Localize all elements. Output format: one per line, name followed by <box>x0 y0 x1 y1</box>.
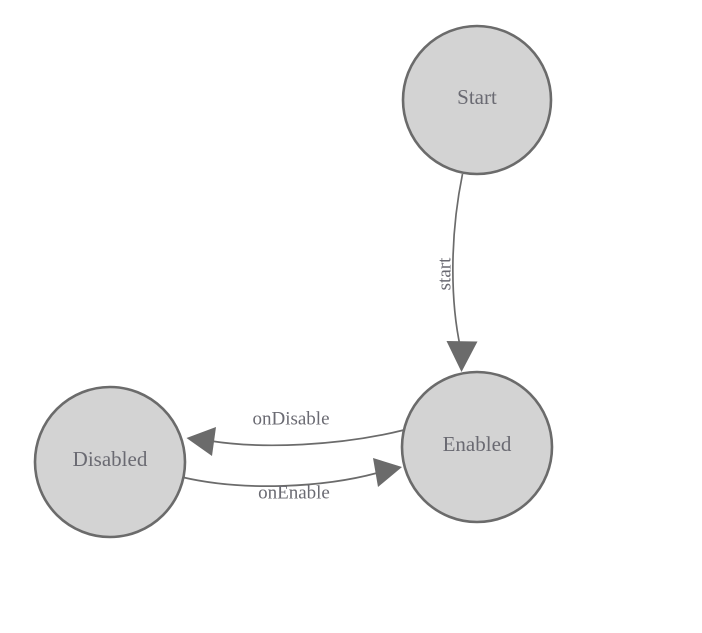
node-disabled[interactable]: Disabled <box>33 385 187 539</box>
node-disabled-label: Disabled <box>73 447 148 471</box>
node-enabled[interactable]: Enabled <box>400 370 554 524</box>
node-disabled-circle <box>33 385 187 539</box>
node-start-label: Start <box>457 85 497 109</box>
edge-enabled-to-disabled-arrowhead <box>186 427 216 456</box>
edge-label-on-disable: onDisable <box>252 408 329 429</box>
edge-label-on-enable: onEnable <box>258 482 330 503</box>
edge-start-to-enabled-line <box>452 173 464 349</box>
node-start-circle <box>401 24 553 176</box>
node-enabled-label: Enabled <box>443 432 512 456</box>
edge-disabled-to-enabled-arrowhead <box>373 458 402 487</box>
edge-start-to-enabled-arrowhead <box>446 341 478 372</box>
edge-disabled-to-enabled[interactable]: onEnable <box>181 458 403 503</box>
edge-disabled-to-enabled-line <box>181 472 378 487</box>
node-enabled-circle <box>400 370 554 524</box>
node-start[interactable]: Start <box>401 24 553 176</box>
edge-enabled-to-disabled[interactable]: onDisable <box>186 408 405 456</box>
edge-label-start: start <box>434 257 455 290</box>
edge-start-to-enabled[interactable]: start <box>434 173 478 372</box>
edge-enabled-to-disabled-line <box>210 429 405 447</box>
